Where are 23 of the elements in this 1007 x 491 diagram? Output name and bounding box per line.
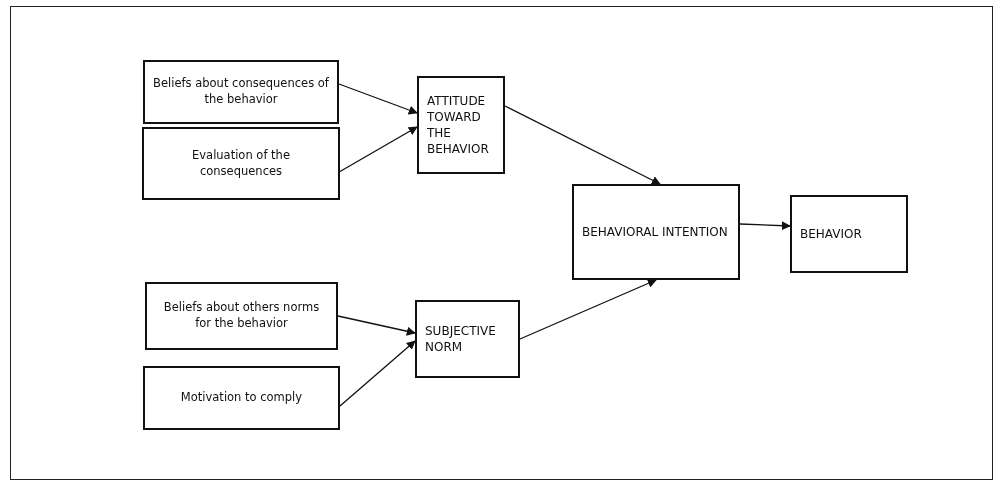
factor-box [142, 127, 340, 200]
arrow [739, 221, 791, 231]
box-label: Beliefs about others norms for the behavior [162, 300, 321, 332]
arrow [339, 126, 418, 173]
concept-box [572, 184, 740, 280]
box-label: SUBJECTIVE NORM [425, 322, 497, 356]
concept-box [415, 300, 520, 378]
arrow [504, 105, 661, 185]
arrow [519, 279, 657, 340]
box-label: BEHAVIOR [800, 225, 862, 243]
arrow [337, 315, 416, 336]
box-label: Motivation to comply [180, 390, 303, 406]
box-label: Evaluation of the consequences [191, 148, 291, 179]
concept-box [417, 76, 505, 174]
box-label: BEHAVIORAL INTENTION [582, 223, 728, 241]
factor-box [143, 60, 339, 124]
box-label: ATTITUDE TOWARD THE BEHAVIOR [427, 92, 490, 158]
factor-box [143, 366, 340, 430]
concept-box [790, 195, 908, 273]
arrow [339, 340, 416, 407]
arrow [338, 83, 418, 115]
box-label: Beliefs about consequences of the behavior [153, 76, 329, 108]
factor-box [145, 282, 338, 350]
